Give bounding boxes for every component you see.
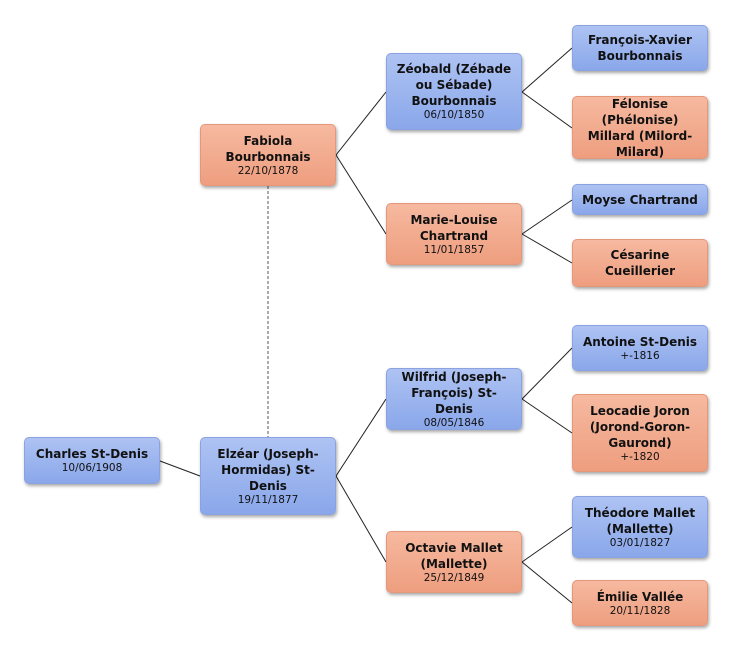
person-name: Moyse Chartrand (582, 192, 698, 207)
person-marie-louise-chartrand[interactable]: Marie-Louise Chartrand 11/01/1857 (386, 203, 522, 265)
person-name: Elzéar (Joseph-Hormidas) St-Denis (217, 446, 319, 493)
person-fabiola-bourbonnais[interactable]: Fabiola Bourbonnais 22/10/1878 (200, 124, 336, 186)
person-felonise-millard[interactable]: Félonise (Phélonise) Millard (Milord-Mil… (572, 96, 708, 159)
person-octavie-mallet[interactable]: Octavie Mallet (Mallette) 25/12/1849 (386, 531, 522, 593)
link-fabiola-zeobald (335, 91, 387, 156)
person-cesarine-cueillerier[interactable]: Césarine Cueillerier (572, 239, 708, 287)
person-elzear-st-denis[interactable]: Elzéar (Joseph-Hormidas) St-Denis 19/11/… (200, 437, 336, 515)
person-name: Césarine Cueillerier (604, 248, 676, 278)
person-name: Zéobald (Zébade ou Sébade) Bourbonnais (396, 62, 512, 108)
person-charles-st-denis[interactable]: Charles St-Denis 10/06/1908 (24, 437, 160, 484)
person-name: Charles St-Denis (35, 447, 149, 461)
link-octavie-theodore (521, 526, 573, 563)
person-name: Leocadie Joron (Jorond-Goron-Gaurond) (589, 403, 691, 450)
link-elzear-octavie (335, 475, 387, 563)
person-francois-xavier-bourbonnais[interactable]: François-Xavier Bourbonnais (572, 25, 708, 71)
person-date: 20/11/1828 (609, 604, 671, 617)
person-antoine-st-denis[interactable]: Antoine St-Denis +-1816 (572, 325, 708, 371)
person-date: 19/11/1877 (237, 493, 299, 506)
person-date: 25/12/1849 (423, 571, 485, 584)
person-date: +-1820 (620, 450, 660, 463)
person-name: Fabiola Bourbonnais (225, 133, 311, 164)
link-wilfrid-leocadie (521, 398, 573, 434)
person-name: François-Xavier Bourbonnais (588, 33, 692, 63)
person-name: Octavie Mallet (Mallette) (405, 540, 503, 571)
link-zeobald-felonise (521, 91, 573, 129)
person-date: 11/01/1857 (423, 243, 485, 256)
person-name: Antoine St-Denis (582, 334, 698, 349)
person-date: 22/10/1878 (237, 164, 299, 177)
person-date: 10/06/1908 (61, 462, 123, 474)
person-name: Félonise (Phélonise) Millard (Milord-Mil… (587, 96, 693, 159)
person-date: 08/05/1846 (423, 416, 485, 429)
person-date: 03/01/1827 (609, 536, 671, 549)
link-zeobald-francois (521, 47, 573, 93)
link-elzear-wilfrid (335, 398, 387, 477)
person-name: Émilie Vallée (596, 589, 684, 604)
link-wilfrid-antoine (521, 347, 573, 400)
person-date: +-1816 (620, 349, 660, 362)
link-marie-louise-cesarine (521, 233, 573, 264)
person-moyse-chartrand[interactable]: Moyse Chartrand (572, 184, 708, 215)
link-octavie-emilie (521, 561, 573, 604)
link-fabiola-marie-louise (335, 154, 387, 235)
person-theodore-mallet[interactable]: Théodore Mallet (Mallette) 03/01/1827 (572, 496, 708, 558)
person-name: Wilfrid (Joseph-François) St-Denis (401, 369, 507, 416)
person-name: Marie-Louise Chartrand (410, 212, 498, 243)
link-charles-elzear (159, 460, 201, 477)
person-name: Théodore Mallet (Mallette) (584, 505, 696, 536)
person-emilie-vallee[interactable]: Émilie Vallée 20/11/1828 (572, 580, 708, 626)
person-wilfrid-st-denis[interactable]: Wilfrid (Joseph-François) St-Denis 08/05… (386, 368, 522, 430)
person-date: 06/10/1850 (423, 109, 485, 121)
link-marie-louise-moyse (521, 199, 573, 235)
person-zeobald-bourbonnais[interactable]: Zéobald (Zébade ou Sébade) Bourbonnais 0… (386, 53, 522, 130)
person-leocadie-joron[interactable]: Leocadie Joron (Jorond-Goron-Gaurond) +-… (572, 394, 708, 472)
